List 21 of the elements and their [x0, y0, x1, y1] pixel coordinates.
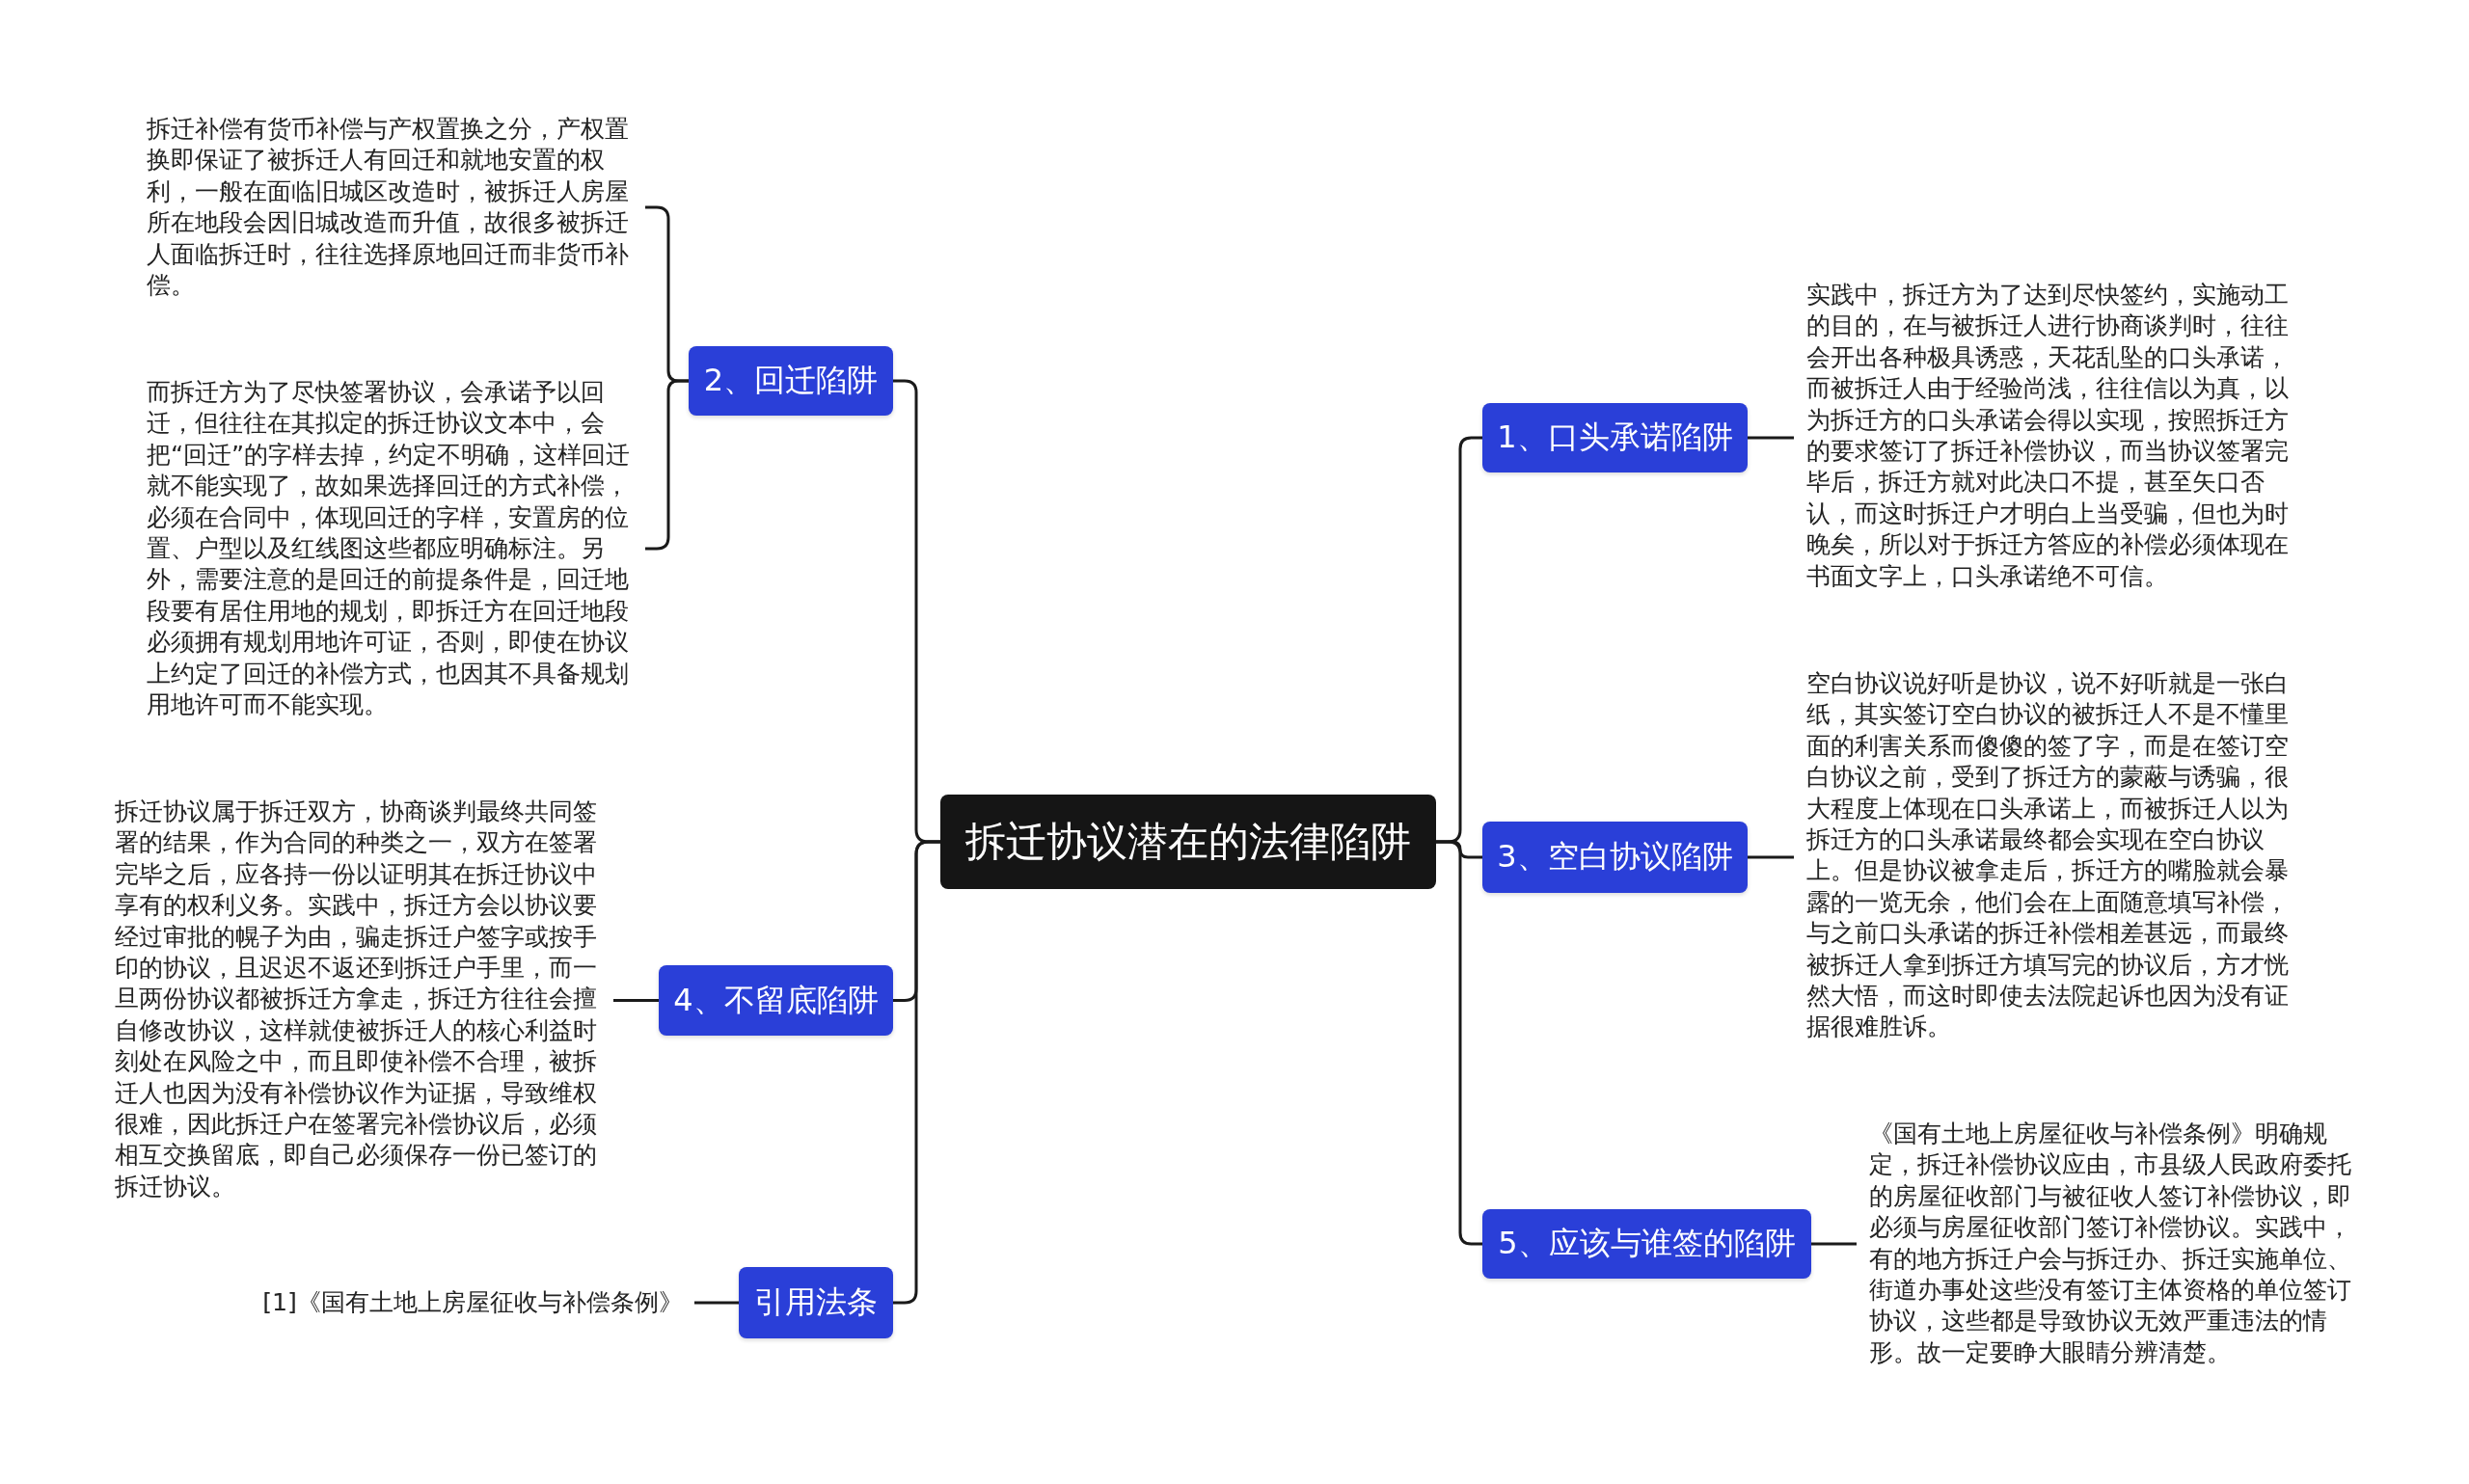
- topic-box: 2、回迁陷阱: [689, 346, 893, 416]
- topic-box: 5、应该与谁签的陷阱: [1482, 1209, 1811, 1279]
- description-text: 空白协议说好听是协议，说不好听就是一张白纸，其实签订空白协议的被拆迁人不是不懂里面的利害关系而傻傻的签了字，而是在签订空白协议之前，受到了拆迁方的蒙蔽与诱骗，很大程度上体现在口头承诺上，而被拆迁人以为拆迁方的口头承诺最终都会实现在空白协议上。但是协议被拿走后，拆迁方的嘴脸就会暴露的一览无余，他们会在上面随意填写补偿，与之前口头承诺的拆迁补偿相差甚远，而最终被拆迁人拿到拆迁方填写完的协议后，方才恍然大悟，而这时即使去法院起诉也因为没有证据很难胜诉。: [1794, 668, 2305, 1043]
- connector-line: [1811, 1242, 1857, 1246]
- citation-text: [1]《国有土地上房屋征收与补偿条例》: [231, 1287, 694, 1319]
- connector-line: [694, 1301, 739, 1305]
- description-text: 拆迁协议属于拆迁双方，协商谈判最终共同签署的结果，作为合同的种类之一，双方在签署完毕之后，应各持一份以证明其在拆迁协议中享有的权利义务。实践中，拆迁方会以协议要经过审批的幌子为由，骗走拆迁户签字或按手印的协议，且迟迟不返还到拆迁户手里，而一旦两份协议都被拆迁方拿走，拆迁方往往会擅自修改协议，这样就使被拆迁人的核心利益时刻处在风险之中，而且即使补偿不合理，被拆迁人也因为没有补偿协议作为证据，导致维权很难，因此拆迁户在签署完补偿协议后，必须相互交换留底，即自己必须保存一份已签订的拆迁协议。: [115, 796, 613, 1203]
- description-text: 而拆迁方为了尽快签署协议，会承诺予以回迁，但往往在其拟定的拆迁协议文本中，会把“回迁”的字样去掉，约定不明确，这样回迁就不能实现了，故如果选择回迁的方式补偿，必须在合同中，体现回迁的字样，安置房的位置、户型以及红线图这些都应明确标注。另外，需要注意的是回迁的前提条件是，回迁地段要有居住用地的规划，即拆迁方在回迁地段必须拥有规划用地许可证，否则，即使在协议上约定了回迁的补偿方式，也因其不具备规划用地许可而不能实现。: [147, 377, 645, 721]
- connector-line: [1748, 436, 1794, 440]
- description-text: 实践中，拆迁方为了达到尽快签约，实施动工的目的，在与被拆迁人进行协商谈判时，往往会开出各种极具诱惑，天花乱坠的口头承诺，而被拆迁人由于经验尚浅，往往信以为真，以为拆迁方的口头承诺会得以实现，按照拆迁方的要求签订了拆迁补偿协议，而当协议签署完毕后，拆迁方就对此决口不提，甚至矢口否认，而这时拆迁户才明白上当受骗，但也为时晚矣，所以对于拆迁方答应的补偿必须体现在书面文字上，口头承诺绝不可信。: [1794, 280, 2305, 593]
- connector-line: [613, 999, 659, 1002]
- connector-line: [1748, 855, 1794, 859]
- topic-box: 3、空白协议陷阱: [1482, 822, 1748, 893]
- connector-line: [893, 840, 940, 1305]
- central-topic-box: 拆迁协议潜在的法律陷阱: [940, 795, 1436, 889]
- topic-box: 引用法条: [739, 1267, 893, 1338]
- description-text: 《国有土地上房屋征收与补偿条例》明确规定，拆迁补偿协议应由，市县级人民政府委托的房屋征收部门与被征收人签订补偿协议，即必须与房屋征收部门签订补偿协议。实践中，有的地方拆迁户会与拆迁办、拆迁实施单位、街道办事处这些没有签订主体资格的单位签订协议，这些都是导致协议无效严重违法的情形。故一定要睁大眼睛分辨清楚。: [1857, 1119, 2373, 1369]
- topic-box: 4、不留底陷阱: [659, 965, 893, 1036]
- description-text: 拆迁补偿有货币补偿与产权置换之分，产权置换即保证了被拆迁人有回迁和就地安置的权利，一般在面临旧城区改造时，被拆迁人房屋所在地段会因旧城改造而升值，故很多被拆迁人面临拆迁时，往往选择原地回迁而非货币补偿。: [147, 114, 645, 302]
- topic-box: 1、口头承诺陷阱: [1482, 403, 1748, 472]
- connector-line: [1436, 840, 1482, 1246]
